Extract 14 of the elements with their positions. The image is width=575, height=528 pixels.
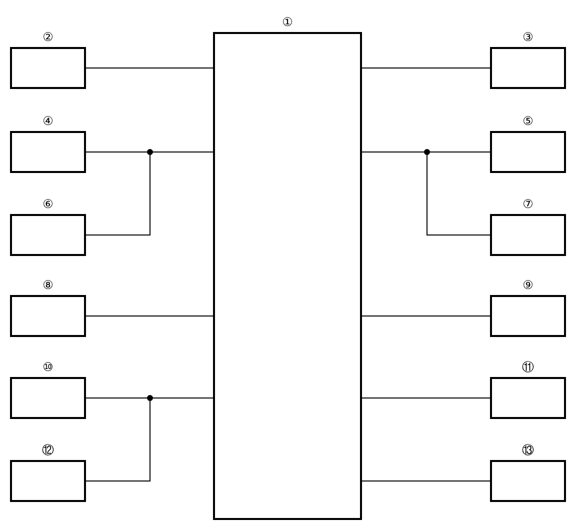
number-label: ① — [282, 16, 293, 28]
number-label: ② — [42, 31, 54, 43]
connector-line — [362, 480, 490, 482]
number-label: ④ — [42, 115, 54, 127]
number-label: ⑦ — [522, 198, 534, 210]
number-label: ⑨ — [522, 279, 534, 291]
number-label: ⑫ — [42, 444, 54, 456]
number-label: ⑤ — [522, 115, 534, 127]
number-label: ⑧ — [42, 279, 54, 291]
number-label: ⑥ — [42, 198, 54, 210]
number-label: ⑩ — [42, 361, 54, 373]
number-label: ⑪ — [522, 361, 534, 373]
number-label: ⑬ — [522, 444, 534, 456]
number-label: ③ — [522, 31, 534, 43]
